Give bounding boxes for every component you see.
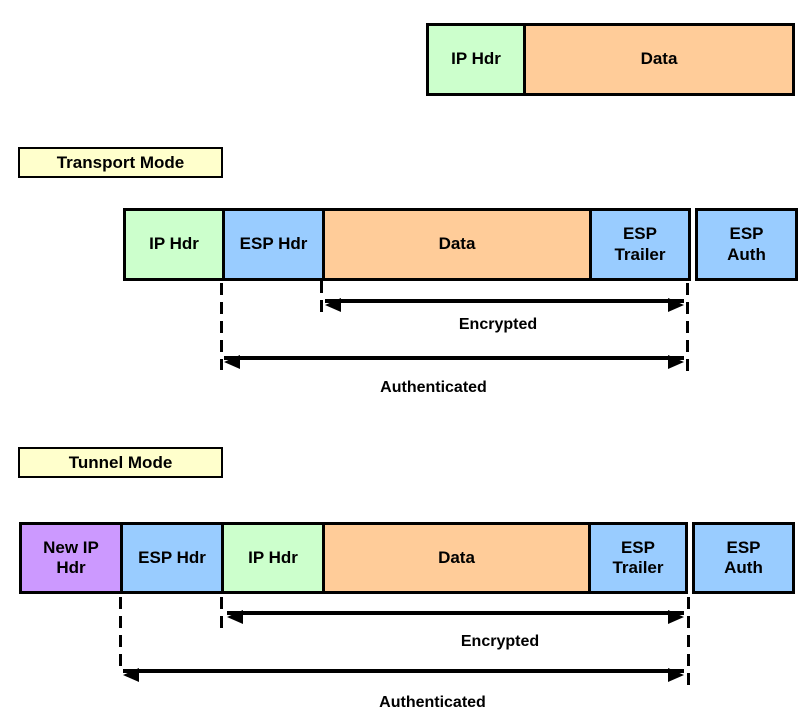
segment-ip-hdr: IP Hdr (426, 23, 526, 96)
segment-ip-hdr: IP Hdr (221, 522, 325, 594)
segment-ip-hdr: IP Hdr (123, 208, 225, 281)
dashed-boundary-line (220, 597, 223, 630)
segment-new-ip-hdr: New IP Hdr (19, 522, 123, 594)
segment-esp-auth: ESP Auth (695, 208, 798, 281)
dashed-boundary-line (320, 281, 323, 312)
tunnel-packet: New IP Hdr ESP Hdr IP Hdr Data ESP Trail… (19, 522, 795, 594)
dashed-boundary-line (119, 597, 122, 669)
transport-mode-title-box: Transport Mode (18, 147, 223, 178)
segment-data: Data (322, 522, 591, 594)
transport-packet: IP Hdr ESP Hdr Data ESP Trailer ESP Auth (123, 208, 798, 281)
encrypted-range-arrow (227, 610, 684, 624)
segment-data: Data (322, 208, 592, 281)
dashed-boundary-line (687, 597, 690, 685)
authenticated-range-label: Authenticated (380, 379, 487, 396)
segment-esp-auth: ESP Auth (692, 522, 795, 594)
segment-esp-hdr: ESP Hdr (222, 208, 325, 281)
segment-esp-trailer: ESP Trailer (588, 522, 688, 594)
dashed-boundary-line (686, 283, 689, 372)
authenticated-range-arrow (224, 355, 684, 369)
dashed-boundary-line (220, 283, 223, 370)
segment-data: Data (523, 23, 795, 96)
authenticated-range-arrow (123, 668, 684, 682)
segment-esp-hdr: ESP Hdr (120, 522, 224, 594)
tunnel-mode-title-box: Tunnel Mode (18, 447, 223, 478)
encrypted-range-arrow (325, 298, 684, 312)
authenticated-range-label: Authenticated (379, 694, 486, 711)
encrypted-range-label: Encrypted (458, 316, 538, 333)
encrypted-range-label: Encrypted (460, 633, 540, 650)
segment-esp-trailer: ESP Trailer (589, 208, 691, 281)
original-packet: IP Hdr Data (426, 23, 795, 96)
